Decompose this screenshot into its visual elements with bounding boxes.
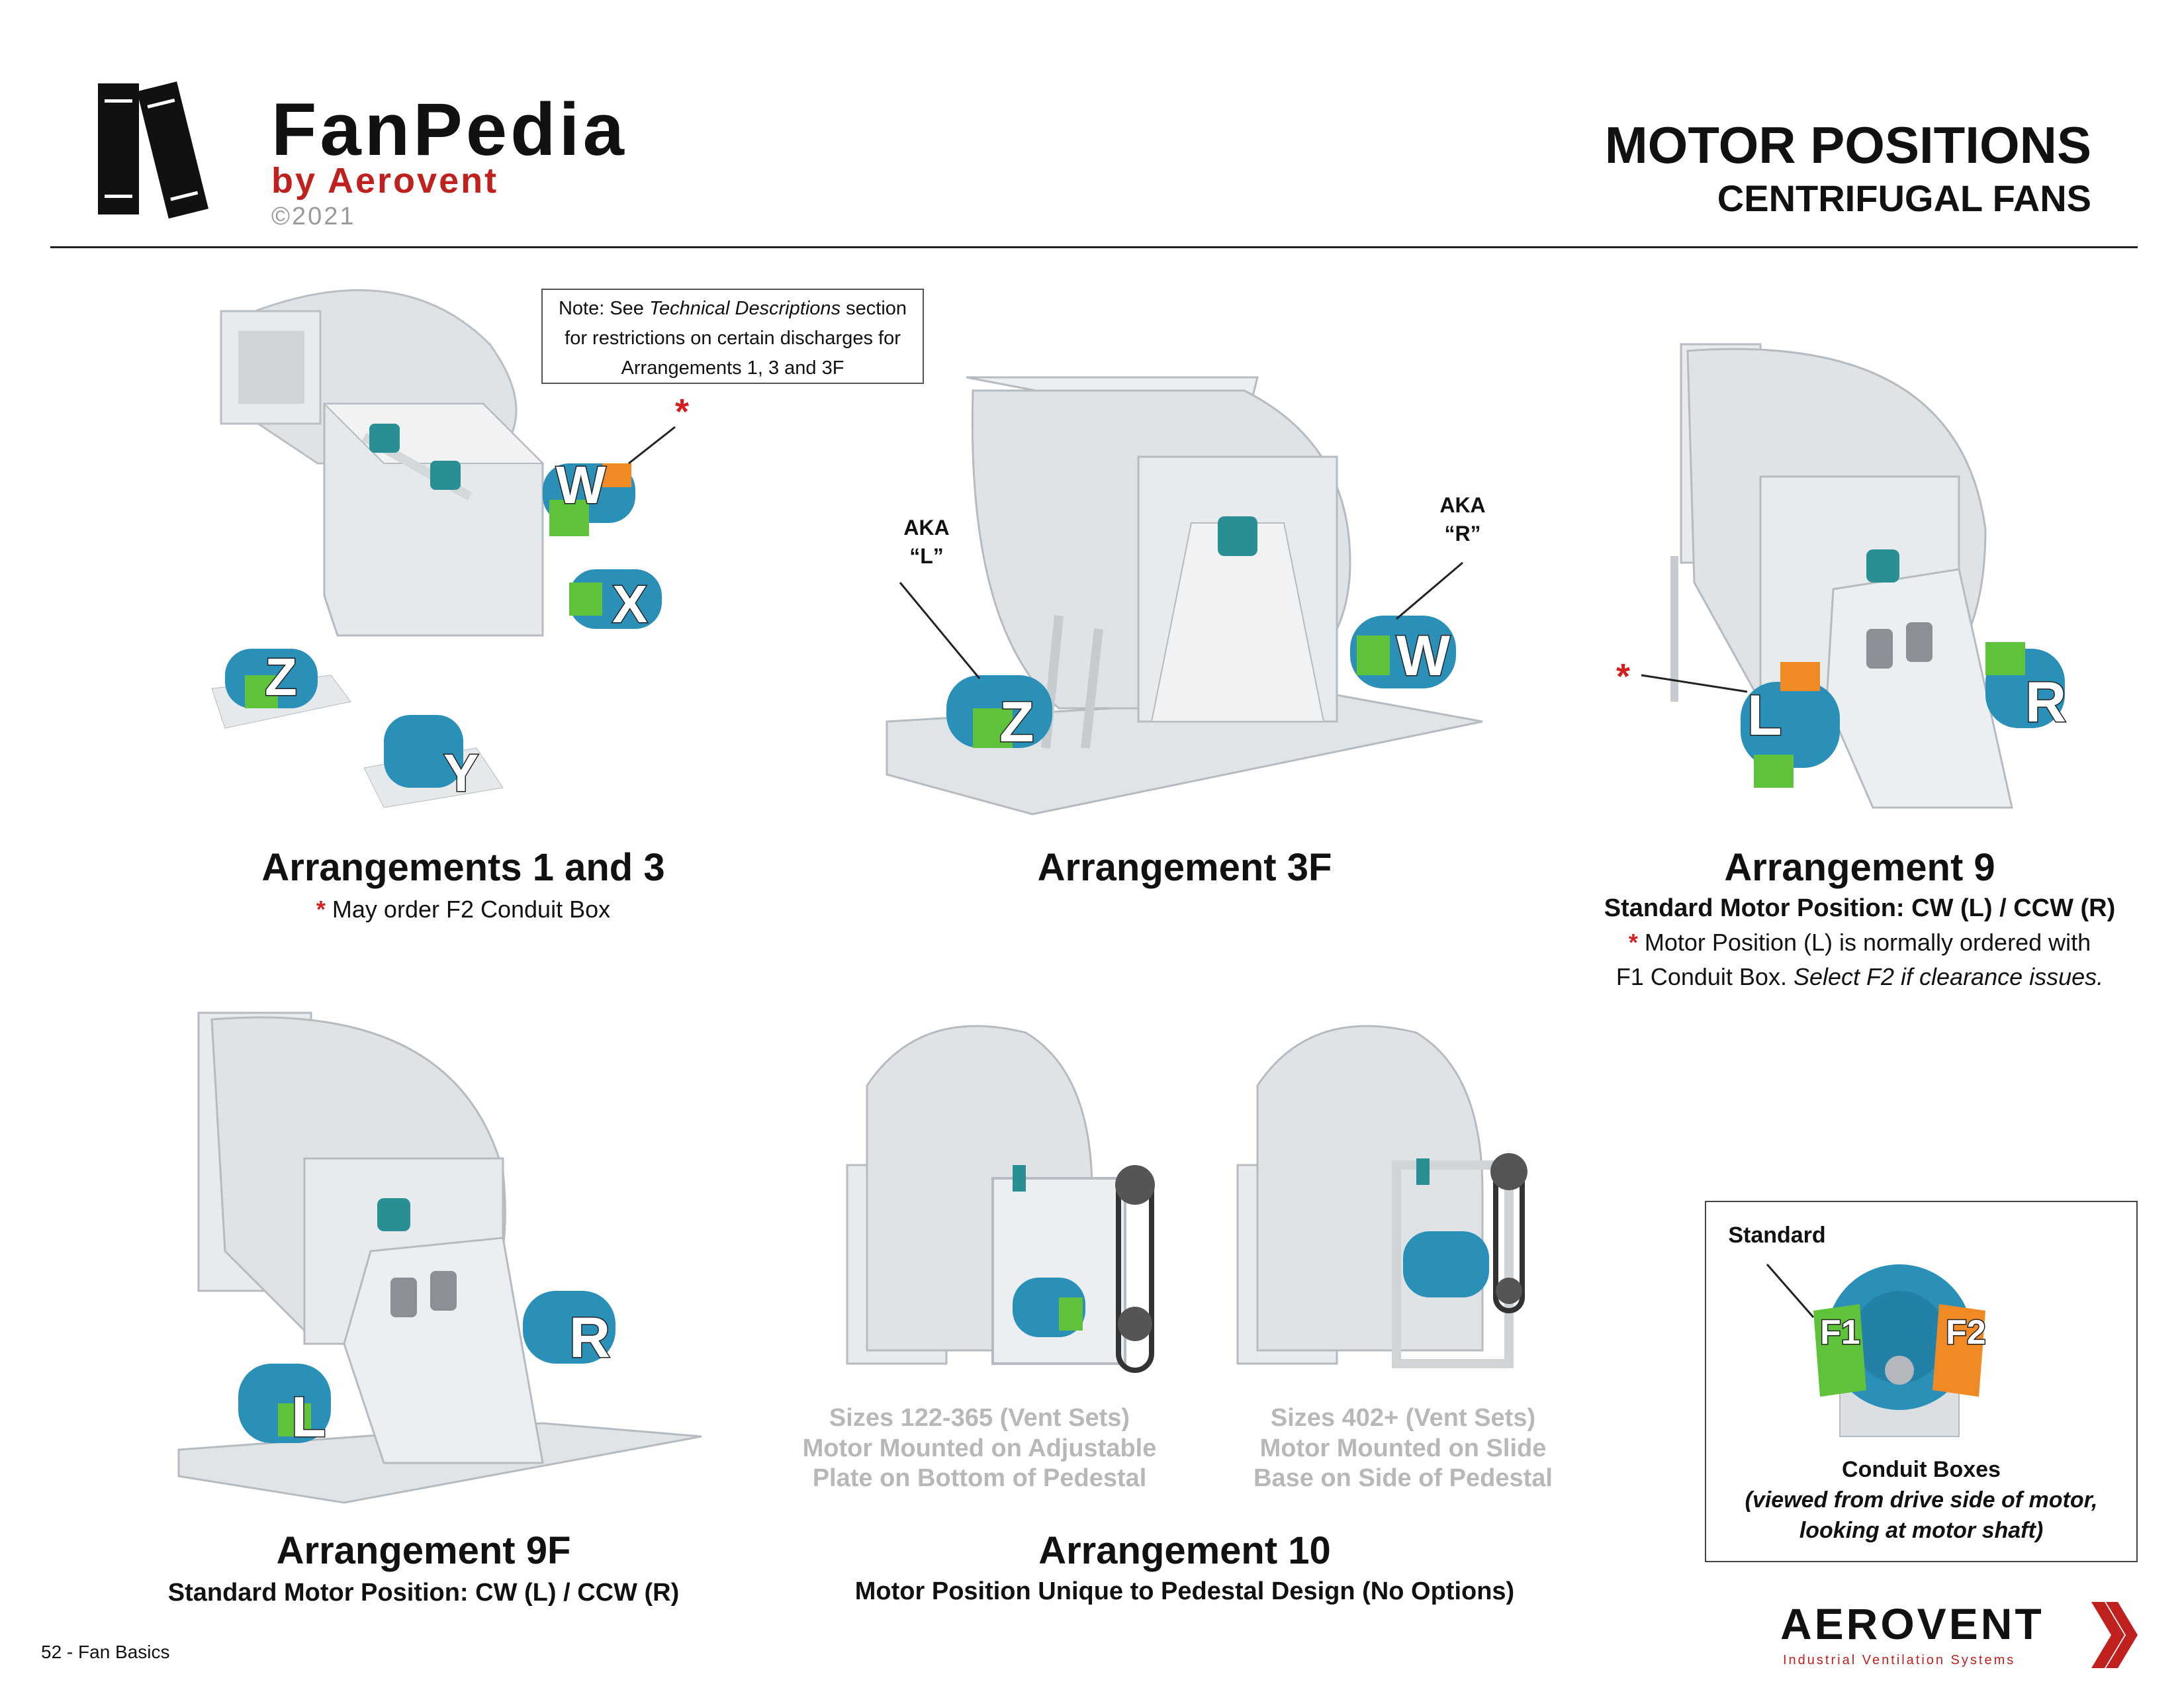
svg-text:R: R [569,1306,610,1370]
right-caption-line3: Base on Side of Pedestal [1253,1464,1553,1493]
arrangements-1-3-title: Arrangements 1 and 3 [261,846,665,889]
note-line1-italic: Technical Descriptions [649,298,841,319]
arrangement-9-note-line1: Motor Position (L) is normally ordered w… [1644,929,2091,956]
conduit-title: Conduit Boxes [1842,1457,2001,1482]
page-number: 52 - Fan Basics [41,1642,170,1662]
note-line1-prefix: Note: See [558,298,649,319]
page-subtitle: CENTRIFUGAL FANS [1717,177,2091,219]
arrangement-9-note-italic: Select F2 if clearance issues. [1793,963,2104,991]
brand-copyright: ©2021 [271,203,356,230]
motor-w-3f: W [1350,616,1456,689]
motor-y: Y [363,715,504,808]
chevron-logo-icon [2091,1602,2138,1668]
svg-text:Z: Z [265,647,297,706]
asterisk-l: * [1616,657,1630,696]
header-divider [50,246,2138,248]
arrangement-9-illustration: L * R [1616,343,2068,809]
svg-text:X: X [612,575,647,633]
svg-text:Y: Y [443,743,478,802]
aka-right-label: AKA “R” [1423,491,1502,548]
conduit-caption: Conduit Boxes (viewed from drive side of… [1707,1455,2135,1546]
asterisk-w: * [675,392,689,432]
svg-text:L: L [291,1385,326,1449]
page-title: MOTOR POSITIONS [1604,116,2091,174]
conduit-standard-label: Standard [1728,1223,1826,1248]
arrangement-10-large-illustration [1236,1025,1527,1368]
svg-text:R: R [2025,671,2066,734]
discharge-note-box: Note: See Technical Descriptions section… [541,289,924,384]
aerovent-logo-text: AEROVENT [1780,1599,2044,1648]
arrangement-10-left-caption: Sizes 122-365 (Vent Sets) Motor Mounted … [794,1403,1165,1494]
aka-left-label: AKA “L” [887,514,966,571]
f1-label: F1 [1820,1313,1860,1352]
motor-r-9: R [1985,642,2068,735]
arrangement-9f-title: Arrangement 9F [276,1529,571,1572]
aka-right-line2: “R” [1444,522,1481,546]
brand-byline: by Aerovent [271,161,499,201]
arrangement-9-title: Arrangement 9 [1724,846,1995,889]
arrangement-9-note: * Motor Position (L) is normally ordered… [1549,925,2171,994]
note-line3: Arrangements 1, 3 and 3F [621,357,844,379]
aka-left-line1: AKA [903,516,950,539]
conduit-motor-illustration: F1 F2 [1766,1264,1987,1437]
aerovent-tagline: Industrial Ventilation Systems [1783,1653,2016,1667]
motor-x: X [569,569,662,635]
note-line1-suffix: section [841,298,907,319]
aka-left-line2: “L” [909,544,944,569]
arrangement-3f-title: Arrangement 3F [1037,846,1332,889]
arrangements-1-3-note-text: May order F2 Conduit Box [332,896,611,923]
right-caption-line2: Motor Mounted on Slide [1259,1434,1547,1462]
arrangement-9f-illustration: L R [177,1011,702,1504]
aka-right-line1: AKA [1439,493,1486,517]
arrangement-9f-subtitle: Standard Motor Position: CW (L) / CCW (R… [167,1579,680,1607]
left-caption-line2: Motor Mounted on Adjustable [802,1434,1157,1462]
arrangements-1-3-illustration: W * X Z Y [211,289,689,808]
arrangement-10-subtitle: Motor Position Unique to Pedestal Design… [854,1577,1515,1605]
motor-w: W [543,455,635,536]
arrangement-9-note-line2: F1 Conduit Box. [1615,963,1794,991]
arrangement-9-subtitle: Standard Motor Position: CW (L) / CCW (R… [1604,894,2116,922]
right-caption-line1: Sizes 402+ (Vent Sets) [1270,1404,1536,1432]
f2-label: F2 [1946,1313,1986,1352]
svg-text:L: L [1747,684,1782,747]
conduit-desc-line2: looking at motor shaft) [1799,1517,2044,1543]
left-caption-line1: Sizes 122-365 (Vent Sets) [829,1404,1130,1432]
conduit-desc-line1: (viewed from drive side of motor, [1745,1487,2098,1513]
arrangement-3f-illustration: Z W [886,376,1483,816]
motor-z: Z [211,647,351,729]
svg-text:Z: Z [999,690,1034,754]
svg-text:W: W [1396,624,1451,688]
arrangements-1-3-note: * May order F2 Conduit Box [199,892,728,927]
arrangement-10-title: Arrangement 10 [1038,1529,1331,1572]
left-caption-line3: Plate on Bottom of Pedestal [812,1464,1147,1493]
arrangement-10-right-caption: Sizes 402+ (Vent Sets) Motor Mounted on … [1218,1403,1588,1494]
star-marker-9: * [1628,929,1638,956]
arrangement-10-small-illustration [846,1025,1155,1373]
star-marker: * [316,896,326,923]
motor-l-9f: L [238,1364,331,1450]
svg-text:W: W [556,455,606,514]
fanpedia-books-logo [98,81,208,219]
motor-r-9f: R [523,1291,615,1371]
note-line2: for restrictions on certain discharges f… [565,328,901,349]
brand-name: FanPedia [271,88,627,171]
motor-l-9: L [1741,662,1840,788]
motor-z-3f: Z [946,675,1052,755]
conduit-boxes-inset [1705,1201,2138,1562]
